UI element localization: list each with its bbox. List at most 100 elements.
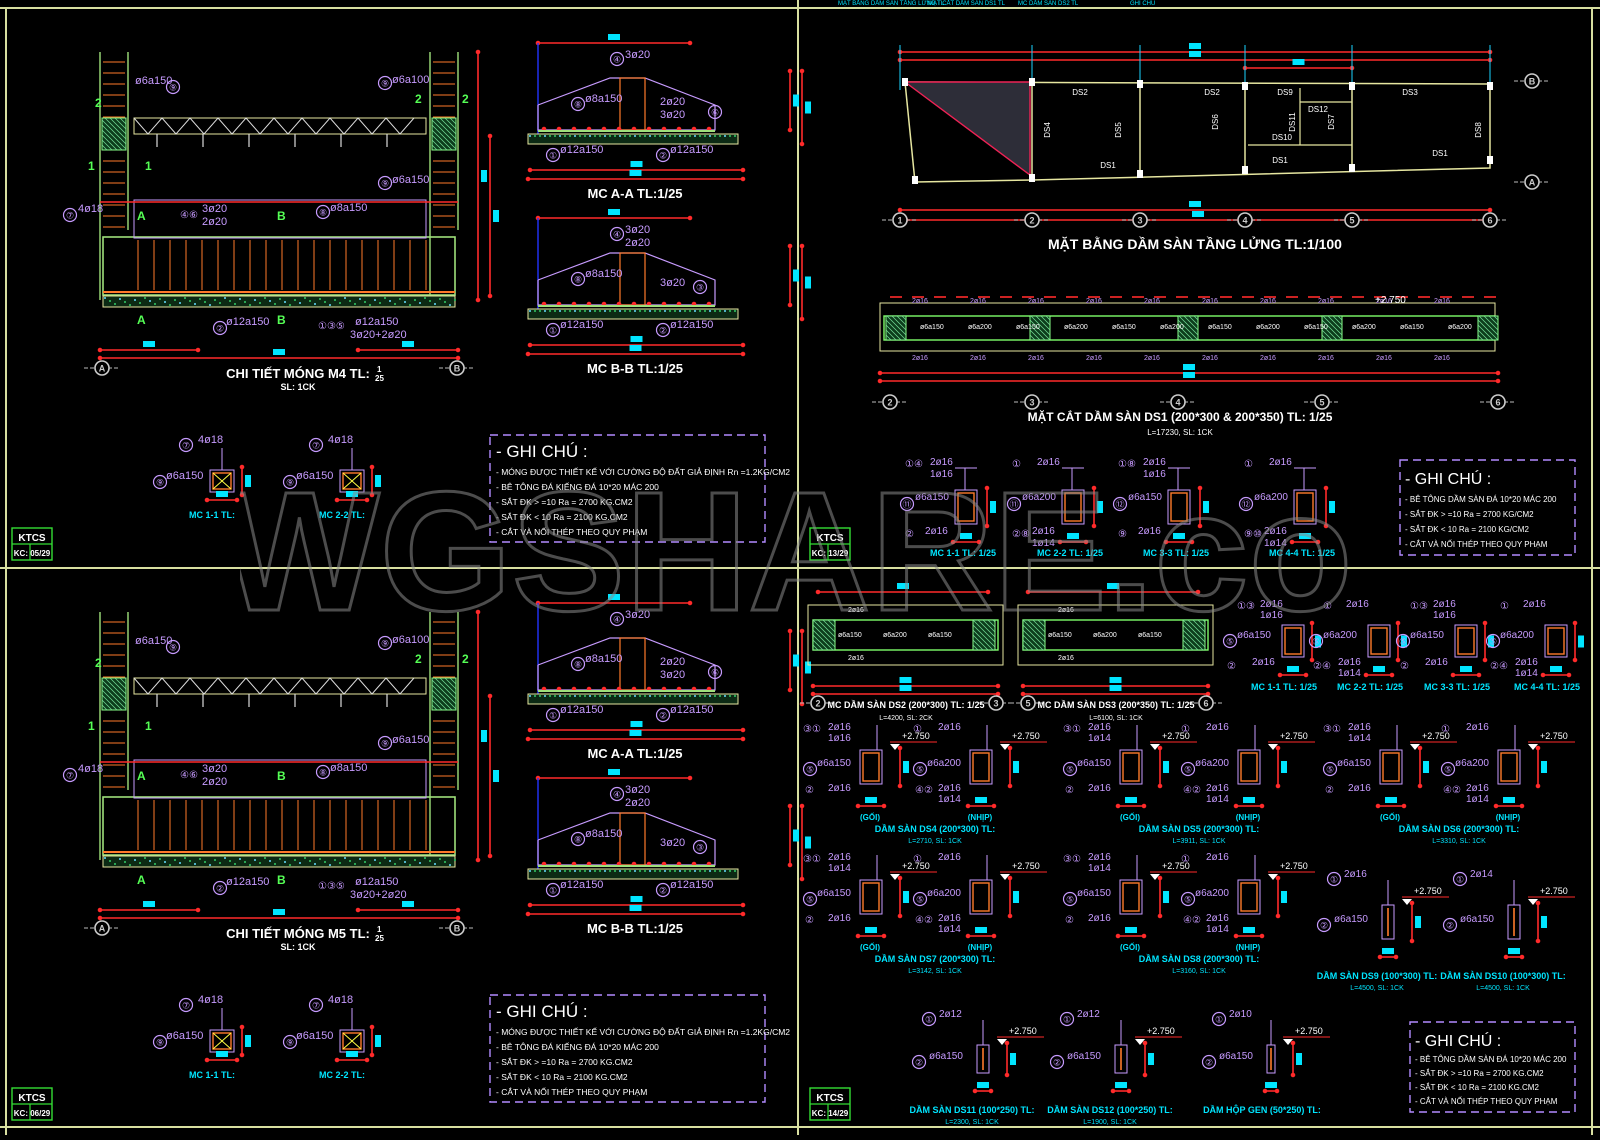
dim-tick [1309,620,1315,626]
aggregate [389,860,391,862]
elevation-marker [1268,744,1278,750]
cross [342,472,362,490]
aggregate [704,310,706,312]
dimension-value [1385,797,1397,803]
hatch-line [1029,319,1051,341]
rebar-label: ø6a150 [1337,758,1371,769]
aggregate [609,695,611,697]
aggregate [339,302,341,304]
aggregate [284,301,286,303]
dim-tick [1395,620,1401,626]
rebar-mark: ⑨ [156,478,164,488]
elevation-label: +2.750 [1414,886,1442,896]
rebar-mark: ① [1330,875,1338,885]
aggregate [704,870,706,872]
dim-tick [1020,683,1026,689]
beam-title: DẦM SÀN DS11 (100*250) TL: [909,1105,1034,1115]
aggregate [704,135,706,137]
rebar-label: 2ø16 [1058,607,1074,614]
elevation-label: +2.750 [1375,295,1406,306]
section-title: MC 3-3 TL: 1/25 [1143,548,1209,558]
hatch-line [832,619,836,623]
rebar-mark-circle [545,882,561,898]
dimension-value [1189,201,1201,207]
rebar-mark: ①③⑤ [318,321,345,332]
aggregate [319,858,321,860]
hatch-line [1483,315,1499,331]
hatch-line [119,677,127,685]
aggregate [609,135,611,137]
dimension-value [1125,797,1137,803]
rebar-mark: ⑨⑩ [1244,529,1262,540]
hatch-line [1183,315,1199,331]
aggregate [529,695,531,697]
dimension-value [1189,51,1201,57]
dim-tick [1262,1088,1268,1094]
dimension-value [216,1051,228,1057]
aggregate [619,870,621,872]
support-label: (GỐI) [860,812,880,822]
stirrup [1170,492,1188,522]
rebar-label: 2ø16 [1348,722,1371,733]
rebar-label: 2ø16 [1202,355,1218,362]
dimension-value [608,34,620,40]
beam-sub: L=3142, SL: 1CK [908,968,962,975]
section-title: MC 3-3 TL: 1/25 [1424,682,1490,692]
aggregate [374,859,376,861]
aggregate [289,304,291,306]
dim-tick [487,853,493,859]
aggregate [559,695,561,697]
hatch-line [1029,324,1046,341]
rebar-label: 2ø16 [1206,852,1229,863]
dim-tick [239,1024,245,1030]
rebar-mark-circle [308,997,324,1013]
dim-tick [881,933,887,939]
aggregate [319,298,321,300]
hatch-line [439,117,457,135]
dim-tick [995,683,1001,689]
rebar-mark: ⑤ [1184,765,1192,775]
dimension-value [493,210,499,222]
dim-tick [950,539,956,545]
aggregate [589,310,591,312]
dim-tick [204,497,210,503]
note-line: - MÓNG ĐƯỢC THIẾT KẾ VỚI CƯỜNG ĐỘ ĐẤT GI… [496,466,790,477]
hatch-line [431,144,438,151]
aggregate [574,310,576,312]
aggregate [444,861,446,863]
rebar-mark: ⑦ [66,211,74,221]
dim-tick [1535,783,1541,789]
hatch-line [1182,619,1206,643]
aggregate [299,302,301,304]
stirrup [1547,627,1565,655]
stirrup [1240,752,1258,782]
elevation-label: +2.750 [1147,1026,1175,1036]
hatch-line [1177,329,1189,341]
rebar-label: 4ø18 [198,994,223,1006]
rebar-mark-circle [802,761,818,777]
rebar-mark-circle [545,322,561,338]
rebar-label: ø8a150 [330,762,367,774]
hatch-line [987,619,996,628]
rebar-label: 3ø20 [625,49,650,61]
dim-tick [364,1057,370,1063]
rebar-mark: ⑤ [806,895,814,905]
aggregate [719,310,721,312]
rebar-label: 1ø14 [1206,794,1229,805]
rebar-label: 2ø16 [1086,355,1102,362]
dimension-value [629,170,642,176]
aggregate [254,299,256,301]
aggregate [554,870,556,872]
rebar-mark: ③① [803,854,821,865]
aggregate [289,864,291,866]
rebar-label: 4ø18 [198,434,223,446]
beam-section-outline [859,879,883,915]
aggregate [604,870,606,872]
hatch-line [431,684,457,710]
